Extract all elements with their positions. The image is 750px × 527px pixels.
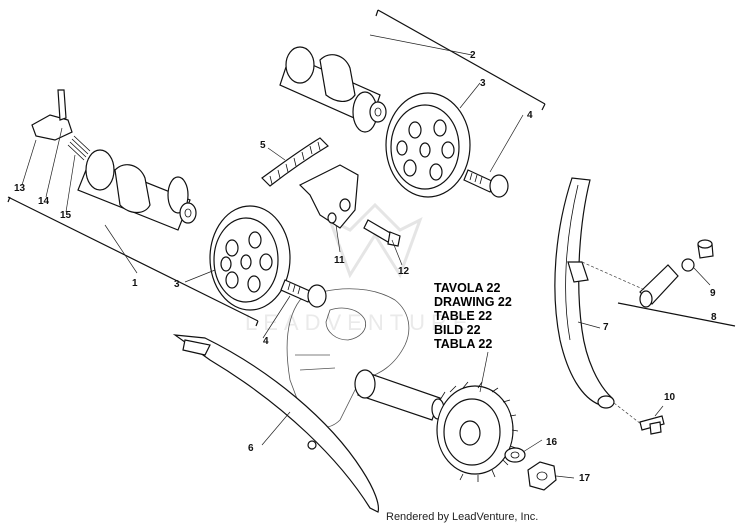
guide-bolt — [639, 415, 665, 435]
callout-6: 6 — [248, 443, 254, 454]
callout-1: 1 — [132, 278, 138, 289]
lower-gear-bolt — [280, 279, 327, 308]
lower-camshaft — [77, 149, 197, 231]
upper-gear-bolt — [463, 169, 509, 198]
crankshaft-gear — [436, 381, 519, 482]
callout-7: 7 — [603, 322, 609, 333]
upper-cam-gear — [385, 92, 471, 198]
callout-5: 5 — [260, 140, 266, 151]
callout-4-lower: 4 — [263, 336, 269, 347]
upper-camshaft — [279, 46, 387, 133]
lower-cam-gear — [209, 205, 291, 311]
callout-16: 16 — [546, 437, 558, 448]
callout-14: 14 — [38, 196, 50, 207]
callout-8: 8 — [711, 312, 717, 323]
callout-labels: 1 2 3 3 4 4 5 6 7 8 9 10 11 12 13 14 15 … — [14, 50, 717, 484]
callout-17: 17 — [579, 473, 591, 484]
callout-4-upper: 4 — [527, 110, 533, 121]
callout-2: 2 — [470, 50, 476, 61]
chain-slide-guide — [172, 334, 380, 513]
title-line-1: TAVOLA 22 — [434, 281, 500, 295]
callout-13: 13 — [14, 183, 26, 194]
bracket-line-2 — [375, 9, 546, 111]
callout-12: 12 — [398, 266, 410, 277]
crankcase-outline — [286, 288, 410, 428]
rocker-pivot-assembly — [31, 89, 91, 161]
bracket-bolt — [363, 219, 401, 247]
title-line-5: TABLA 22 — [434, 337, 492, 351]
title-line-4: BILD 22 — [434, 323, 481, 337]
callout-3-upper: 3 — [480, 78, 486, 89]
tensioner-plunger — [639, 239, 714, 308]
callout-9: 9 — [710, 288, 716, 299]
title-line-2: DRAWING 22 — [434, 295, 512, 309]
render-credit: Rendered by LeadVenture, Inc. — [386, 511, 538, 523]
leader-lines — [21, 34, 711, 479]
chain-guide-rail — [554, 177, 615, 409]
callout-3-lower: 3 — [174, 279, 180, 290]
timing-chain — [261, 137, 329, 187]
callout-11: 11 — [334, 255, 345, 266]
callout-15: 15 — [60, 210, 72, 221]
gear-washer — [504, 447, 526, 463]
gear-nut — [527, 461, 557, 491]
bracket-line-8 — [617, 302, 736, 327]
title-line-3: TABLE 22 — [434, 309, 492, 323]
watermark-text: LEADVENTURE — [245, 310, 474, 335]
callout-10: 10 — [664, 392, 676, 403]
bracket-line-1 — [7, 196, 259, 327]
crankshaft-sprocket — [354, 369, 519, 482]
watermark-logo: LEADVENTURE — [245, 202, 474, 335]
drawing-title-box: TAVOLA 22 DRAWING 22 TABLE 22 BILD 22 TA… — [434, 281, 512, 351]
tensioner-bracket — [298, 164, 359, 229]
